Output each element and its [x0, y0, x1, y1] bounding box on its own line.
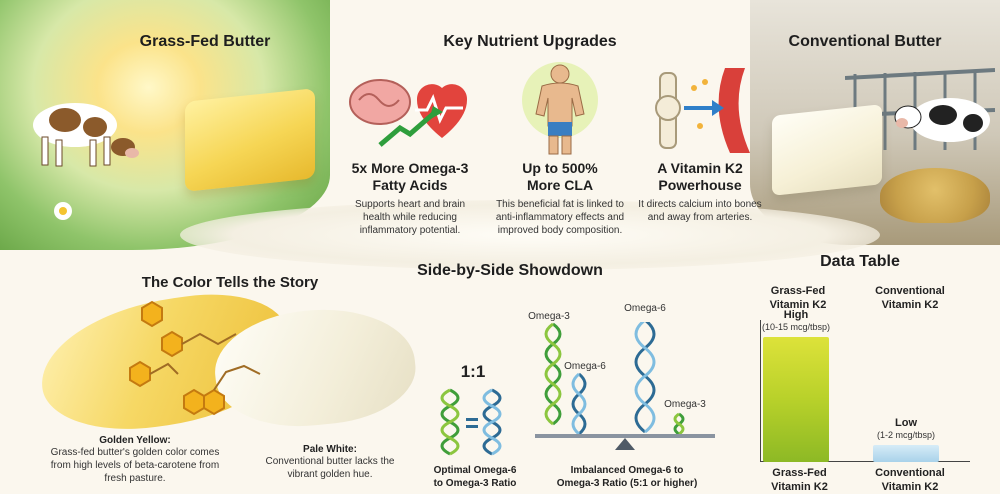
k2-chart-frame: [760, 320, 970, 462]
pale-text: Conventional butter lacks the vibrant go…: [265, 456, 395, 480]
golden-text: Grass-fed butter's golden color comes fr…: [50, 447, 220, 484]
bar-conventional-value-sub: (1-2 mcg/tbsp): [876, 430, 936, 441]
imbalanced-caption: Imbalanced Omega-6 to Omega-3 Ratio (5:1…: [556, 465, 698, 489]
bone-artery-icon: [655, 68, 750, 153]
brain-heart-icon: [349, 79, 468, 147]
omega6-large-label: Omega-6: [624, 303, 666, 314]
barn-cow-icon: [894, 98, 990, 142]
body-icon: [522, 62, 598, 155]
grassfed-title: Grass-Fed Butter: [139, 33, 271, 50]
bar-grassfed-value-sub: (10-15 mcg/tbsp): [761, 321, 831, 332]
k2-body: It directs calcium into bones and away f…: [638, 199, 762, 223]
x-label-conventional: Conventional Vitamin K2: [875, 467, 945, 494]
cow-icon: [33, 103, 139, 167]
optimal-caption: Optimal Omega-6 to Omega-3 Ratio: [433, 465, 517, 489]
nutrients-title: Key Nutrient Upgrades: [443, 33, 617, 50]
col1-header: Grass-Fed Vitamin K2: [769, 285, 827, 312]
milk-wave: [180, 200, 880, 270]
data-table-title: Data Table: [820, 253, 900, 270]
omega3-left-label: Omega-3: [528, 311, 570, 322]
ratio-label: 1:1: [460, 362, 486, 381]
omega6-small-label: Omega-6: [564, 361, 606, 372]
golden-label: Golden Yellow:: [99, 435, 171, 446]
daisy-icon: [54, 202, 72, 220]
beta-carotene-molecule-icon: [129, 300, 261, 416]
grain-feed: [880, 168, 990, 223]
pale-label: Pale White:: [303, 444, 357, 455]
balanced-dna-icon: [440, 388, 502, 456]
x-label-grassfed: Grass-Fed Vitamin K2: [771, 467, 828, 494]
cla-headline: Up to 500% More CLA: [522, 160, 598, 193]
conventional-title: Conventional Butter: [788, 33, 942, 50]
col2-header: Conventional Vitamin K2: [875, 285, 945, 312]
omega3-body: Supports heart and brain health while re…: [354, 199, 466, 236]
bar-grassfed-k2: [763, 336, 829, 462]
omega3-headline: 5x More Omega-3 Fatty Acids: [351, 160, 469, 193]
pale-butter-block: [772, 104, 882, 196]
bar-conventional-value-label: Low: [895, 417, 917, 430]
imbalanced-dna-scale-icon: [535, 322, 715, 450]
showdown-title: Side-by-Side Showdown: [417, 262, 603, 279]
omega3-small-label: Omega-3: [664, 399, 706, 410]
bar-conventional-k2: [873, 445, 939, 462]
cla-body: This beneficial fat is linked to anti-in…: [495, 199, 625, 236]
golden-butter-block: [185, 88, 315, 192]
k2-headline: A Vitamin K2 Powerhouse: [657, 160, 743, 193]
color-story-title: The Color Tells the Story: [141, 274, 319, 291]
bar-grassfed-value-label: High: [783, 308, 809, 321]
